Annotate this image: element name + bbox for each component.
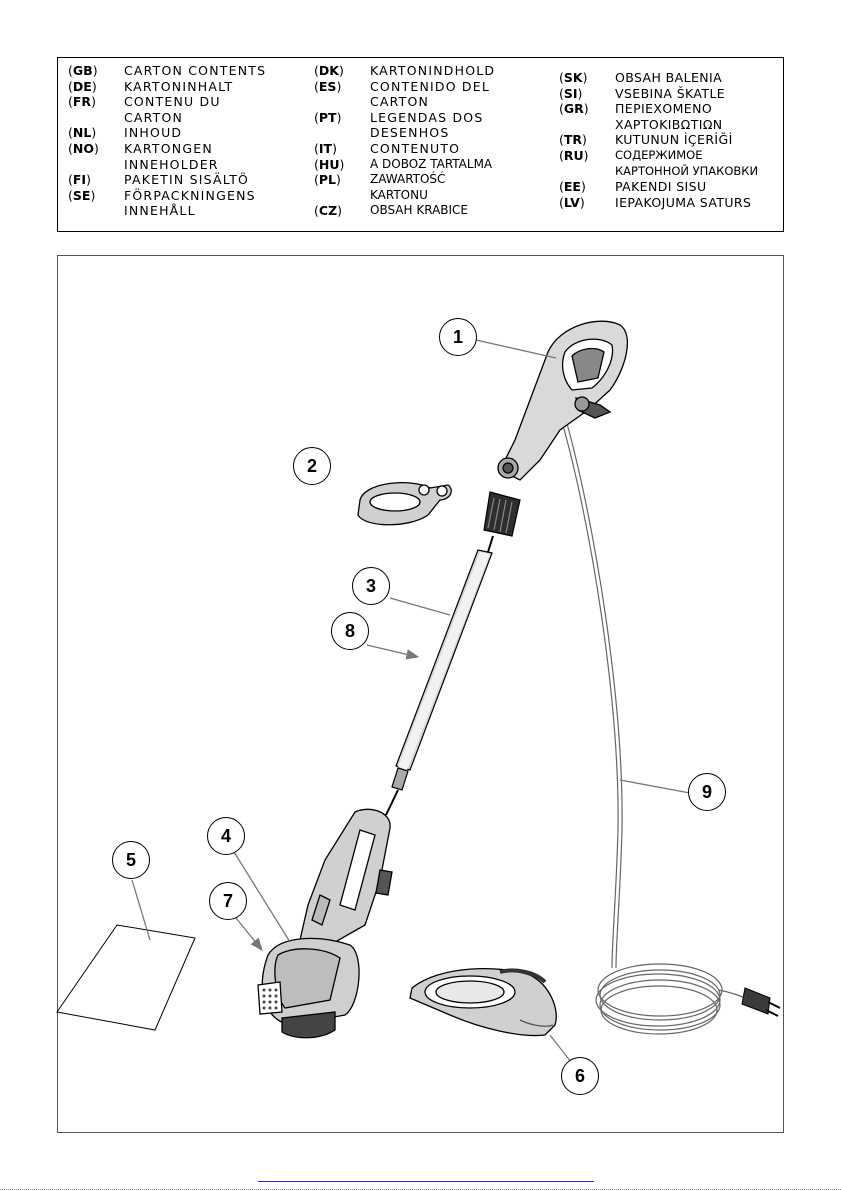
legend-text: KUTUNUN İÇERİĞİ <box>615 132 733 148</box>
language-code: FI <box>72 172 87 188</box>
page-edge-divider <box>0 1189 841 1190</box>
legend-text: FÖRPACKNINGENS INNEHÅLL <box>124 187 256 219</box>
legend-entry: (TR)KUTUNUN İÇERİĞİ <box>559 132 733 148</box>
legend-text: A DOBOZ TARTALMA <box>370 156 493 171</box>
legend-entry: (SK)OBSAH BALENIA <box>559 70 723 85</box>
language-code: IT <box>318 140 333 156</box>
legend-text: CONTENU DU CARTON <box>124 94 221 125</box>
callout-9: 9 <box>688 773 726 811</box>
legend-entry: (LV)IEPAKOJUMA SATURS <box>559 194 752 210</box>
language-code: PT <box>318 109 337 125</box>
language-code: DE <box>72 78 92 94</box>
plug <box>741 987 781 1017</box>
language-code: ES <box>318 78 337 94</box>
legend-entry: (SI)VSEBINA ŠKATLE <box>559 85 726 101</box>
legend-text: IEPAKOJUMA SATURS <box>615 194 752 210</box>
callout-7: 7 <box>209 882 247 920</box>
language-code: NO <box>72 140 94 156</box>
legend-text: PAKETIN SISÄLTÖ <box>124 172 250 188</box>
legend-text: СОДЕРЖИМОЕ КАРТОННОЙ УПАКОВКИ <box>615 147 759 178</box>
callout-3: 3 <box>352 567 390 605</box>
language-code: FR <box>72 94 92 110</box>
legend-text: KARTONINHALT <box>124 78 234 94</box>
legend-text: OBSAH BALENIA <box>615 70 723 85</box>
legend-text: LEGENDAS DOS DESENHOS <box>370 109 484 141</box>
legend-entry: (FI)PAKETIN SISÄLTÖ <box>68 172 250 188</box>
adjustment-collar <box>483 491 521 537</box>
telescopic-shaft <box>385 535 494 816</box>
product-illustration-frame <box>57 255 784 1133</box>
auxiliary-handle <box>357 482 452 526</box>
legend-entry: (EE)PAKENDI SISU <box>559 179 707 195</box>
legend-entry: (PT)LEGENDAS DOS DESENHOS <box>314 109 484 141</box>
legend-text: OBSAH KRABICE <box>370 203 469 218</box>
language-code: SK <box>563 70 583 85</box>
language-code: HU <box>318 156 340 172</box>
motor-housing <box>257 808 393 1039</box>
carton-contents-legend: (GB)CARTON CONTENTS (DE)KARTONINHALT (FR… <box>57 57 784 232</box>
language-code: CZ <box>318 203 338 219</box>
legend-text: KARTONGEN INNEHOLDER <box>124 140 219 172</box>
language-code: DK <box>318 63 339 78</box>
legend-column-1: (GB)CARTON CONTENTS (DE)KARTONINHALT (FR… <box>68 63 266 219</box>
legend-text: VSEBINA ŠKATLE <box>615 85 726 101</box>
callout-8: 8 <box>331 612 369 650</box>
legend-entry: (DE)KARTONINHALT <box>68 78 234 94</box>
upper-handle <box>497 320 629 481</box>
power-cable <box>561 419 749 1035</box>
legend-text: PAKENDI SISU <box>615 179 707 195</box>
legend-text: CONTENIDO DEL CARTON <box>370 78 491 110</box>
legend-text: ΠΕΡΙΕΧΟΜΕΝΟ ΧΑΡΤΟΚΙΒΩΤΙΩΝ <box>615 101 723 132</box>
callout-5: 5 <box>112 841 150 879</box>
legend-entry: (FR)CONTENU DU CARTON <box>68 94 221 125</box>
language-code: PL <box>318 172 337 188</box>
legend-entry: (NL)INHOUD <box>68 125 183 141</box>
language-code: LV <box>563 194 580 210</box>
legend-entry: (GB)CARTON CONTENTS <box>68 63 267 78</box>
legend-text: CONTENUTO <box>370 140 461 156</box>
language-code: GB <box>72 63 93 78</box>
legend-entry: (HU)A DOBOZ TARTALMA <box>314 156 493 172</box>
legend-column-2: (DK)KARTONINDHOLD (ES)CONTENIDO DEL CART… <box>314 63 495 219</box>
legend-text: KARTONINDHOLD <box>370 63 496 78</box>
leader-lines <box>131 339 691 1063</box>
legend-entry: (RU)СОДЕРЖИМОЕ КАРТОННОЙ УПАКОВКИ <box>559 147 759 178</box>
legend-text: INHOUD <box>124 125 183 141</box>
callout-1: 1 <box>439 318 477 356</box>
legend-column-3: (SK)OBSAH BALENIA (SI)VSEBINA ŠKATLE (GR… <box>559 70 758 210</box>
legend-text: CARTON CONTENTS <box>124 63 267 78</box>
legend-entry: (CZ)OBSAH KRABICE <box>314 203 469 219</box>
legend-entry: (ES)CONTENIDO DEL CARTON <box>314 78 491 110</box>
callout-4: 4 <box>207 817 245 855</box>
language-code: RU <box>563 147 584 163</box>
legend-entry: (IT)CONTENUTO <box>314 140 461 156</box>
legend-entry: (GR)ΠΕΡΙΕΧΟΜΕΝΟ ΧΑΡΤΟΚΙΒΩΤΙΩΝ <box>559 101 723 132</box>
instruction-manual <box>56 924 196 1031</box>
language-code: TR <box>563 132 583 148</box>
legend-text: ZAWARTOŚĆ KARTONU <box>370 172 446 202</box>
legend-entry: (DK)KARTONINDHOLD <box>314 63 496 78</box>
legend-entry: (PL)ZAWARTOŚĆ KARTONU <box>314 172 446 202</box>
footer-link-underline[interactable] <box>258 1181 594 1182</box>
callout-6: 6 <box>561 1057 599 1095</box>
safety-guard <box>409 967 557 1037</box>
language-code: NL <box>72 125 92 141</box>
language-code: SI <box>563 85 578 101</box>
language-code: GR <box>563 101 584 117</box>
legend-entry: (NO)KARTONGEN INNEHOLDER <box>68 140 219 172</box>
language-code: SE <box>72 187 91 203</box>
legend-entry: (SE)FÖRPACKNINGENS INNEHÅLL <box>68 187 256 219</box>
language-code: EE <box>563 179 581 195</box>
callout-2: 2 <box>293 447 331 485</box>
